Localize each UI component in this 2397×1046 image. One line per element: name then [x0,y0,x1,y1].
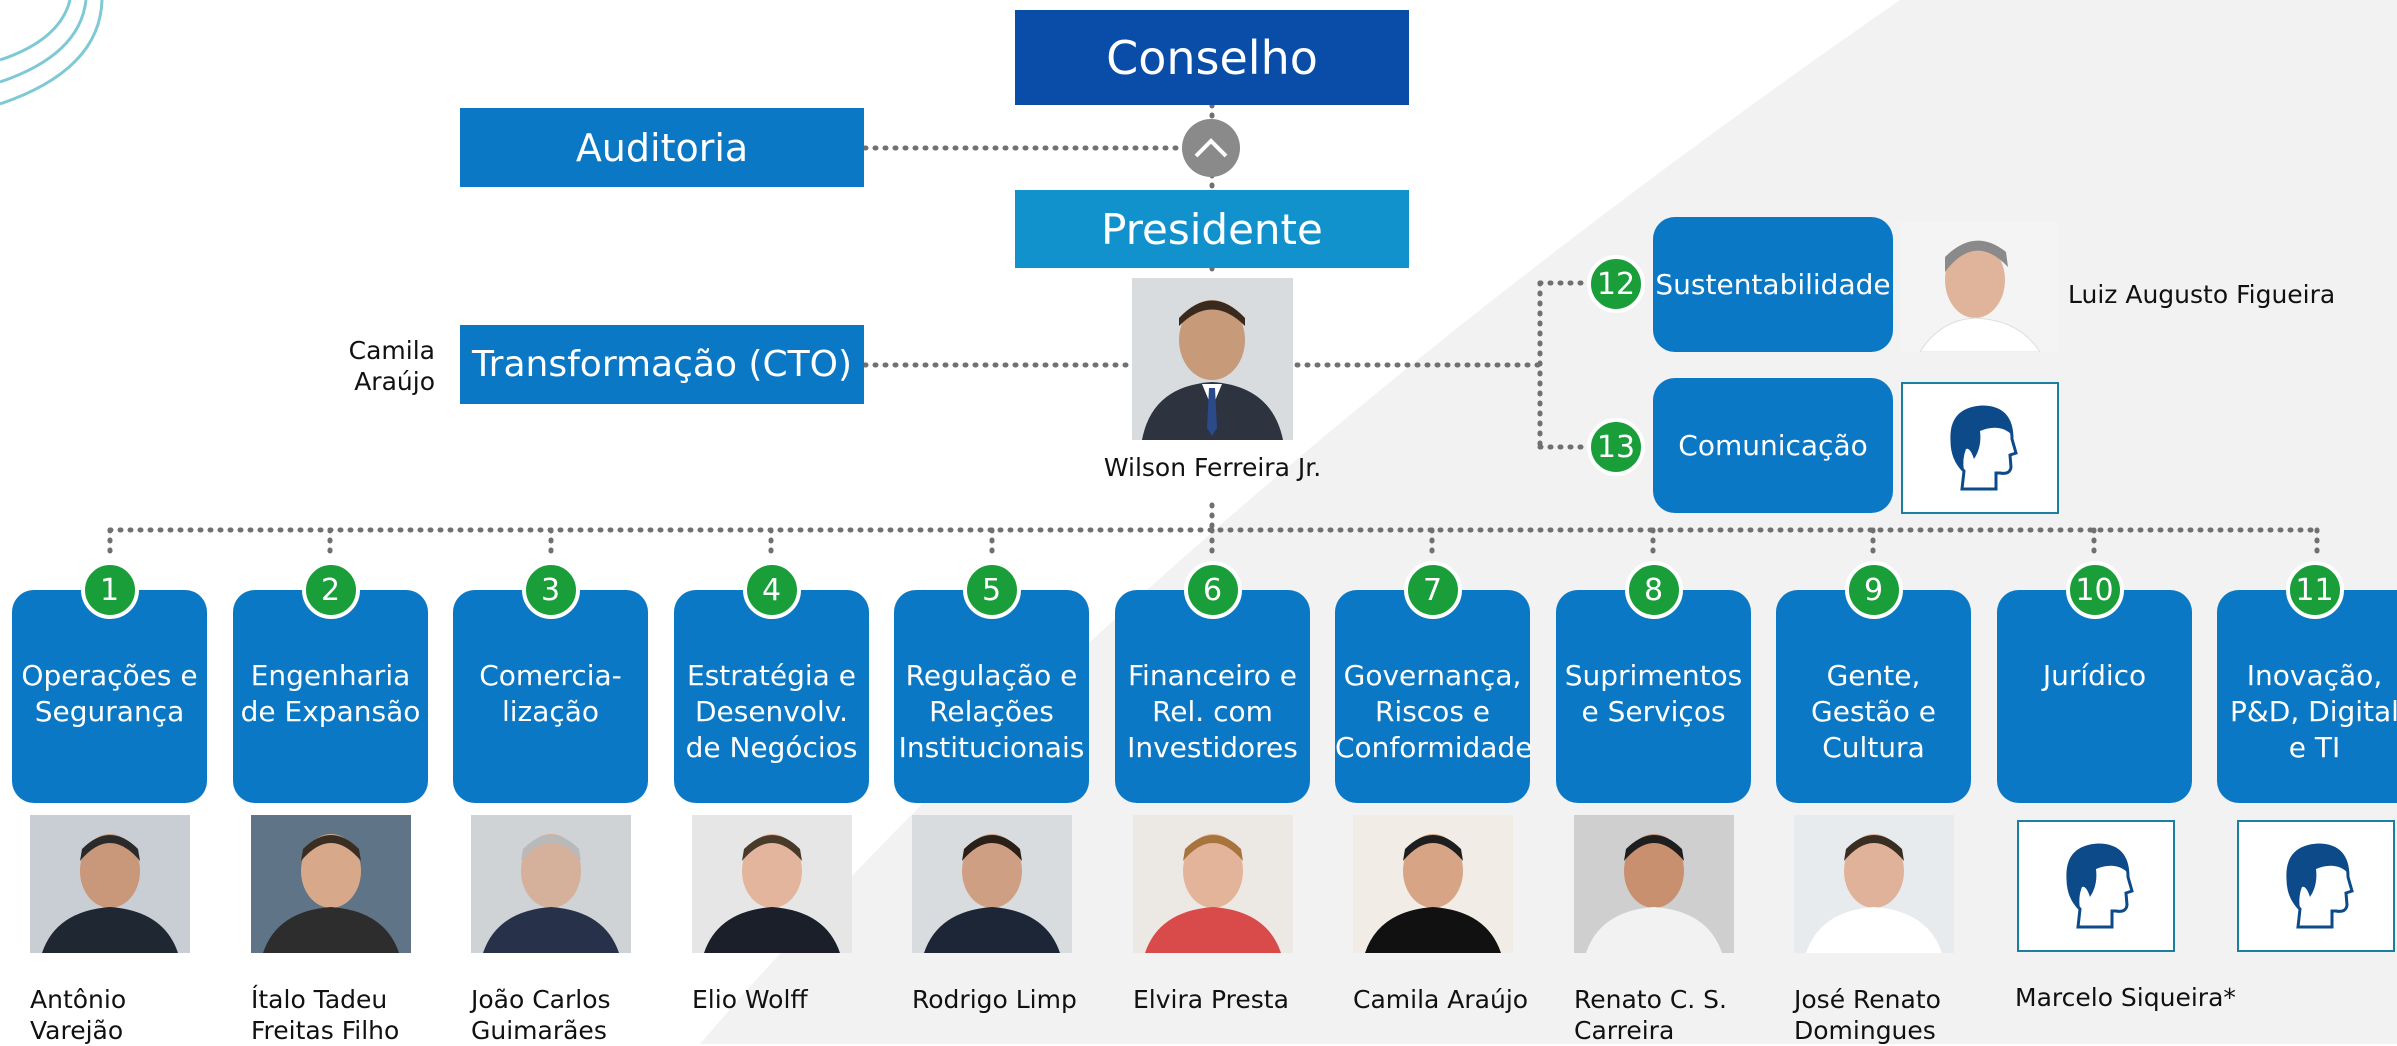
directorate-person-photo [1132,815,1293,953]
badge-10-number: 10 [2075,572,2114,608]
directorate-box-2: Engenharia de Expansão [233,590,428,803]
directorate-person-name: Ítalo Tadeu Freitas Filho [251,985,400,1045]
presidente-box: Presidente [1015,190,1409,268]
collapse-button[interactable] [1182,119,1240,177]
directorate-box-3: Comercia- lização [453,590,648,803]
badge-5-number: 5 [981,572,1002,608]
directorate-person-name: Rodrigo Limp [912,985,1077,1014]
directorate-box-9: Gente, Gestão e Cultura [1776,590,1971,803]
badge-4: 4 [742,561,801,619]
directorate-label: Comercia- lização [479,659,622,728]
directorate-person-photo [1573,815,1734,953]
directorate-person-name: Camila Araújo [1353,985,1529,1014]
directorate-box-1: Operações e Segurança [12,590,207,803]
directorate-box-7: Governança, Riscos e Conformidade [1335,590,1533,803]
badge-11: 11 [2285,561,2344,619]
president-name: Wilson Ferreira Jr. [1103,453,1322,482]
badge-7-number: 7 [1422,572,1443,608]
directorate-box-11: Inovação, P&D, Digital e TI [2217,590,2397,803]
person-head-icon [2285,842,2354,928]
directorate-person-name: Elio Wolff [692,985,808,1014]
sustentabilidade-person-name: Luiz Augusto Figueira [2068,280,2336,309]
badge-1-number: 1 [99,572,120,608]
directorate-photo-placeholder [2016,820,2175,952]
conselho-box: Conselho [1015,10,1409,105]
badge-2: 2 [301,561,360,619]
comunicacao-label: Comunicação [1678,429,1868,462]
directorate-person-name: João Carlos Guimarães [471,985,611,1045]
directorate-label: Estratégia e Desenvolv. de Negócios [685,659,858,764]
directorate-person-name: José Renato Domingues [1794,985,1941,1045]
badge-11-number: 11 [2295,572,2334,608]
transformacao-label: Transformação (CTO) [471,344,852,385]
person-head-icon [2065,842,2134,928]
badge-7: 7 [1403,561,1462,619]
directorate-box-5: Regulação e Relações Institucionais [894,590,1089,803]
badge-8: 8 [1624,561,1683,619]
badge-9-number: 9 [1863,572,1884,608]
badge-12: 12 [1587,255,1645,313]
directorate-label: Governança, Riscos e Conformidade [1335,659,1533,764]
directorate-label: Operações e Segurança [21,659,198,728]
directorate-person-photo [911,815,1072,953]
comunicacao-photo-placeholder [1901,382,2059,514]
directorate-label: Suprimentos e Serviços [1564,659,1743,728]
president-photo [1132,278,1293,440]
auditoria-box: Auditoria [460,108,864,187]
directorate-person-name: Elvira Presta [1133,985,1289,1014]
directorate-person-photo [691,815,852,953]
directorate-box-10: Jurídico [1997,590,2192,803]
badge-3-number: 3 [540,572,561,608]
badge-2-number: 2 [320,572,341,608]
transformacao-box: Transformação (CTO) [460,325,864,404]
badge-1: 1 [80,561,139,619]
badge-3: 3 [521,561,580,619]
comunicacao-box: Comunicação [1653,378,1893,513]
badge-10: 10 [2065,561,2124,619]
presidente-label: Presidente [1101,204,1323,254]
directorate-person-photo [29,815,190,953]
directorate-label: Jurídico [2042,659,2147,692]
directorate-box-4: Estratégia e Desenvolv. de Negócios [674,590,869,803]
directorate-person-photo [250,815,411,953]
directorate-label: Engenharia de Expansão [240,659,421,728]
badge-6: 6 [1183,561,1242,619]
badge-13-number: 13 [1596,429,1636,465]
transformacao-person-name: Camila Araújo [348,336,435,396]
badge-6-number: 6 [1202,572,1223,608]
directorate-person-photo [470,815,631,953]
directorate-person-photo [1793,815,1954,953]
directorate-person-name: Renato C. S. Carreira [1574,985,1728,1045]
directorate-label: Gente, Gestão e Cultura [1811,659,1936,764]
badge-9: 9 [1844,561,1903,619]
badge-4-number: 4 [761,572,782,608]
sustentabilidade-box: Sustentabilidade [1653,217,1893,352]
directorate-label: Financeiro e Rel. com Investidores [1127,659,1298,764]
sustentabilidade-label: Sustentabilidade [1655,268,1891,301]
badge-13: 13 [1587,418,1645,476]
directorate-label: Inovação, P&D, Digital e TI [2230,659,2397,764]
chevron-up-icon [1194,138,1228,158]
auditoria-label: Auditoria [575,125,749,170]
person-head-icon [1950,404,2018,490]
directorate-person-name: Marcelo Siqueira* [2015,983,2236,1012]
conselho-label: Conselho [1106,30,1318,85]
badge-5: 5 [962,561,1021,619]
directorate-person-photo [1352,815,1513,953]
directorate-box-8: Suprimentos e Serviços [1556,590,1751,803]
sustentabilidade-person-photo [1900,222,2058,352]
directorate-label: Regulação e Relações Institucionais [898,659,1085,764]
badge-8-number: 8 [1643,572,1664,608]
badge-12-number: 12 [1596,266,1636,302]
directorate-photo-placeholder [2236,820,2395,952]
directorate-box-6: Financeiro e Rel. com Investidores [1115,590,1310,803]
directorate-person-name: Antônio Varejão [30,985,127,1045]
